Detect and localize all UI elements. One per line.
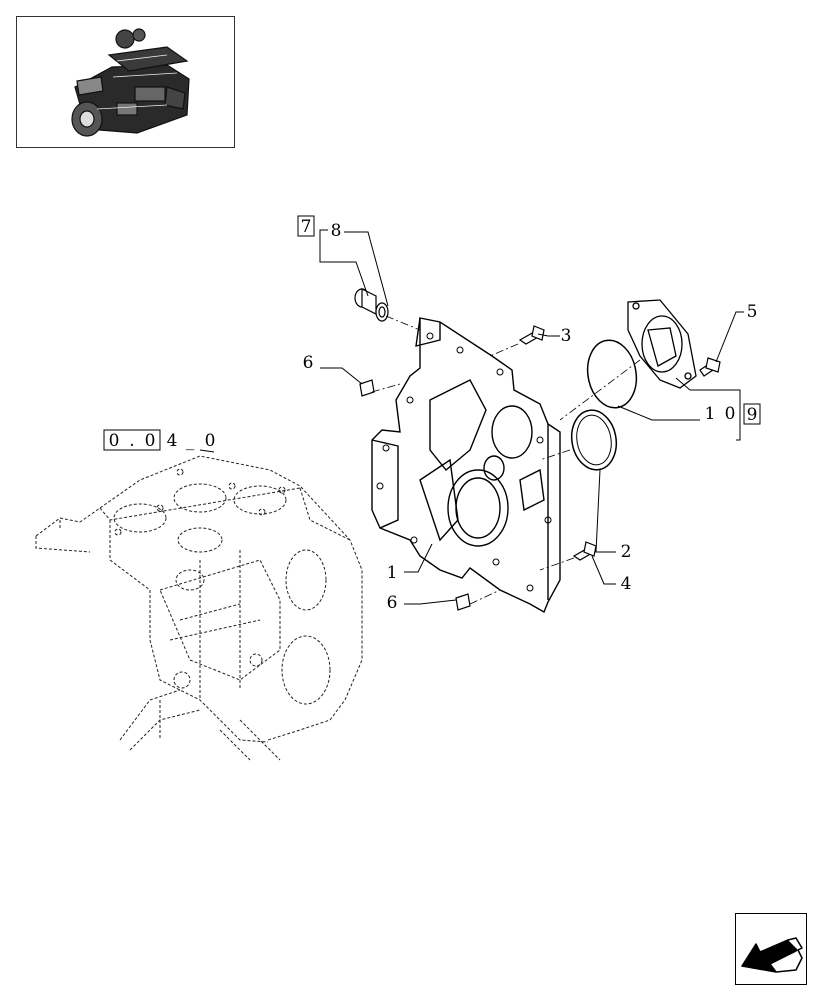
callout-5: 5 xyxy=(747,302,758,322)
reference-box[interactable] xyxy=(103,429,161,451)
bolt-part xyxy=(518,325,721,561)
callout-box-9 xyxy=(743,403,761,425)
reference-digit-4: 0 xyxy=(205,431,216,451)
callout-10-digit-1: 1 xyxy=(705,404,716,424)
callout-labels: 7 8 3 6 1 6 2 4 5 1 0 9 xyxy=(297,215,761,613)
callout-6-top: 6 xyxy=(303,353,314,373)
reference-section-label[interactable]: 0 . 0 4 _ 0 xyxy=(103,429,216,451)
reference-digit-1: 0 xyxy=(109,431,120,451)
next-page-arrow-icon xyxy=(741,937,803,973)
callout-10-digit-0: 0 xyxy=(725,404,736,424)
reference-dot: . xyxy=(129,431,134,451)
engine-thumbnail xyxy=(16,16,235,148)
alignment-lines xyxy=(371,315,641,605)
callout-8: 8 xyxy=(331,221,342,241)
leader-lines xyxy=(199,229,744,605)
callout-1: 1 xyxy=(387,563,398,583)
callout-9: 9 xyxy=(747,405,758,425)
next-page-button[interactable] xyxy=(735,913,807,985)
callout-3: 3 xyxy=(561,326,572,346)
callout-6-bottom: 6 xyxy=(387,593,398,613)
engine-thumbnail-icon xyxy=(71,28,190,137)
plug-part xyxy=(354,288,389,322)
callout-4: 4 xyxy=(621,574,632,594)
engine-block-outline xyxy=(35,455,363,761)
reference-digit-2: 0 xyxy=(145,431,156,451)
timing-cover-part xyxy=(371,317,561,614)
callout-box-7 xyxy=(297,215,315,237)
dowel-pin-part xyxy=(359,379,471,611)
reference-digit-3: 4 xyxy=(167,431,178,451)
callout-7: 7 xyxy=(301,217,312,237)
reference-dash: _ xyxy=(186,431,195,451)
cover-plate-part xyxy=(627,299,697,389)
callout-2: 2 xyxy=(621,542,632,562)
o-ring-part xyxy=(570,339,638,471)
